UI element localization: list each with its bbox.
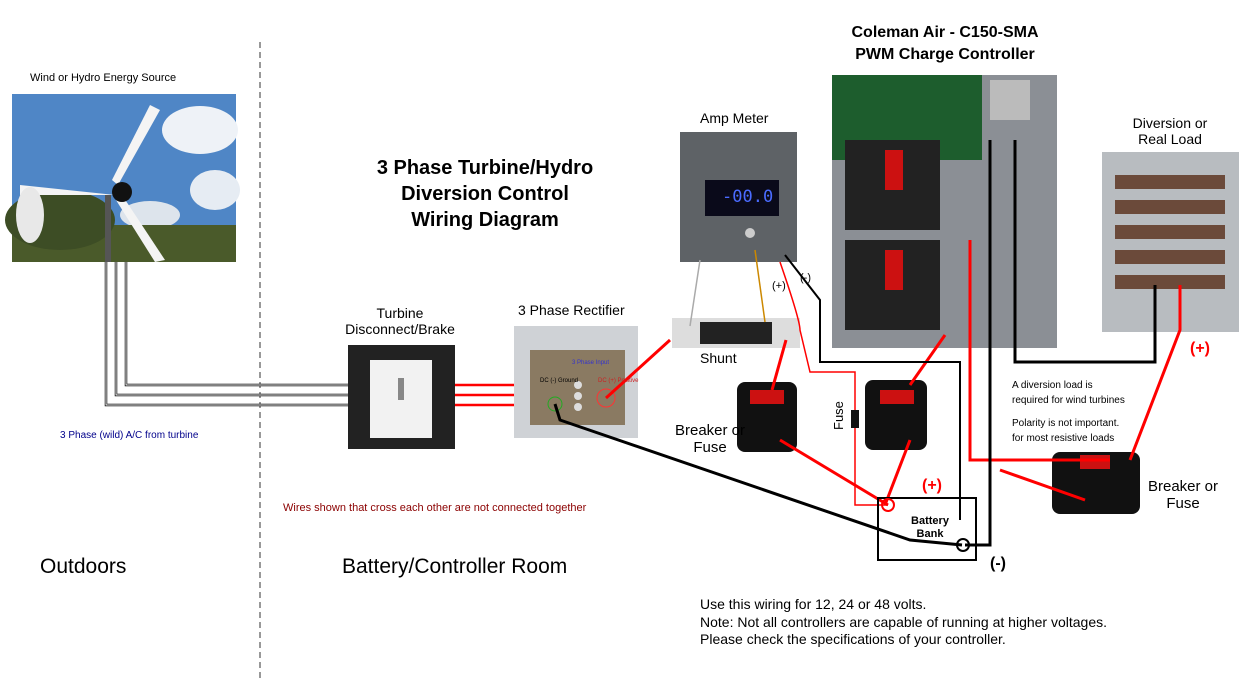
diversion-load-label: Diversion or Real Load: [1110, 115, 1230, 147]
ac-wires: [104, 262, 348, 407]
label-line: Real Load: [1138, 131, 1202, 148]
crossing-note: Wires shown that cross each other are no…: [283, 502, 587, 514]
shunt-label: Shunt: [700, 350, 737, 366]
note-line: Please check the specifications of your …: [700, 631, 1006, 647]
voltage-note: Use this wiring for 12, 24 or 48 volts. …: [700, 596, 1107, 649]
rectifier-pos: DC (+) Positive: [598, 378, 639, 384]
battery-plus: (+): [922, 477, 942, 494]
label-line: Bank: [916, 527, 944, 540]
note-line: Polarity is not important.: [1012, 418, 1120, 429]
label-line: Fuse: [1166, 495, 1200, 513]
amp-meter-photo[interactable]: [680, 132, 797, 262]
label-line: Breaker or: [1147, 478, 1219, 495]
amp-meter-reading: -00.0: [722, 187, 774, 207]
rectifier-neg: DC (-) Ground: [540, 378, 579, 384]
note-line: Use this wiring for 12, 24 or 48 volts.: [700, 596, 927, 612]
label-line: Fuse: [693, 439, 727, 457]
label-line: Diversion or: [1132, 115, 1208, 131]
note-line: required for wind turbines: [1012, 395, 1125, 406]
title-line: Diversion Control: [401, 183, 569, 205]
label-line: Breaker or: [674, 422, 746, 439]
battery-minus: (-): [990, 555, 1006, 572]
source-label: Wind or Hydro Energy Source: [30, 72, 177, 84]
label-line: Turbine: [376, 305, 424, 321]
charge-controller-photo[interactable]: [832, 75, 1057, 348]
amp-meter-minus: (-): [800, 272, 811, 284]
zone-outdoors: Outdoors: [40, 555, 127, 578]
turbine-photo: [5, 94, 240, 262]
breaker-right-label: Breaker or Fuse: [1138, 478, 1228, 513]
label-line: Disconnect/Brake: [345, 321, 455, 338]
battery-label: Battery Bank: [895, 515, 965, 540]
controller-name: Coleman Air - C150-SMA: [851, 24, 1039, 41]
ac-note: 3 Phase (wild) A/C from turbine: [60, 430, 199, 441]
rectifier-input: 3 Phase Input: [572, 360, 610, 366]
amp-meter-plus: (+): [772, 280, 786, 292]
controller-type: PWM Charge Controller: [855, 46, 1035, 64]
battery-bank[interactable]: [877, 497, 977, 561]
diagram-title: 3 Phase Turbine/Hydro Diversion Control …: [345, 155, 625, 233]
controller-title: Coleman Air - C150-SMA PWM Charge Contro…: [820, 22, 1070, 67]
fuse-label: Fuse: [831, 401, 846, 430]
diversion-load-photo[interactable]: [1102, 152, 1239, 332]
note-line: for most resistive loads: [1012, 433, 1115, 444]
breaker-left[interactable]: [737, 382, 797, 452]
fuse-holder[interactable]: [851, 410, 859, 428]
wiring: [553, 140, 1182, 547]
disconnect-label: Turbine Disconnect/Brake: [340, 305, 460, 337]
breaker-left-label: Breaker or Fuse: [665, 422, 755, 457]
shunt[interactable]: [672, 318, 800, 348]
disconnect-box[interactable]: [348, 345, 455, 449]
breaker-middle[interactable]: [865, 380, 927, 450]
title-line: 3 Phase Turbine/Hydro: [376, 157, 594, 179]
diversion-note: A diversion load is required for wind tu…: [1012, 378, 1125, 446]
diversion-plus: (+): [1190, 340, 1210, 357]
rectifier-label: 3 Phase Rectifier: [518, 302, 625, 318]
note-line: A diversion load is: [1012, 380, 1093, 391]
title-line: Wiring Diagram: [411, 209, 559, 231]
amp-meter-label: Amp Meter: [700, 110, 769, 126]
rectifier-photo[interactable]: [514, 326, 638, 438]
zone-room: Battery/Controller Room: [342, 555, 568, 578]
label-line: Battery: [911, 515, 949, 527]
note-line: Note: Not all controllers are capable of…: [700, 613, 1108, 630]
